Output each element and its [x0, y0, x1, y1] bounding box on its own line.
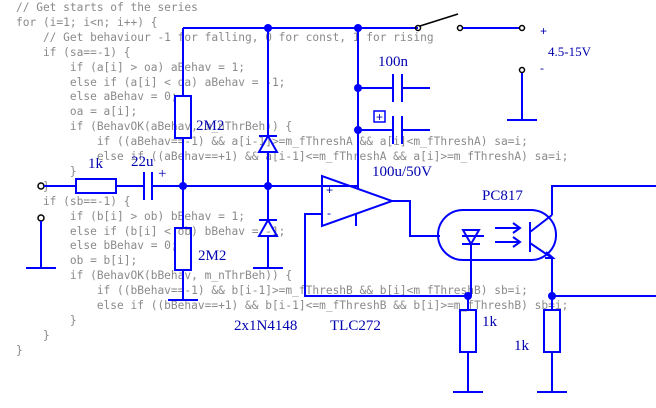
resistor-1k-input-label: 1k	[88, 156, 104, 172]
code-line: if (a[i] > oa) aBehav = 1;	[16, 60, 246, 74]
resistor-1k-a-label: 1k	[482, 314, 498, 330]
diodes-label: 2x1N4148	[234, 318, 297, 334]
resistor-1k-a	[453, 296, 483, 393]
code-line: else if ((aBehav==+1) && a[i-1]<=m_fThre…	[16, 150, 569, 163]
supply-ground	[507, 66, 537, 121]
code-line: if (BehavOK(aBehav, m_nThrBeh)) {	[16, 120, 293, 134]
opamp-label: TLC272	[330, 318, 381, 334]
code-line: else aBehav = 0;	[16, 90, 178, 104]
code-line: ob = b[i];	[16, 254, 138, 268]
capacitor-100u	[358, 110, 430, 144]
opamp-plus-label: +	[326, 183, 333, 197]
resistor-1k-b-label: 1k	[514, 338, 530, 354]
resistor-2m2-bottom	[168, 186, 198, 301]
code-line: }	[16, 328, 50, 342]
capacitor-100n	[357, 28, 430, 175]
capacitor-22u-label: 22u	[131, 154, 154, 170]
code-line: }	[16, 313, 77, 327]
diode-lower	[253, 186, 283, 269]
ground-terminal	[26, 214, 56, 269]
supply-minus-label: -	[540, 61, 544, 75]
opamp-triangle	[304, 174, 468, 297]
supply-switch	[183, 13, 526, 32]
input-terminal	[37, 182, 76, 190]
resistor-1k-input	[75, 178, 143, 194]
capacitor-100u-plus: +	[376, 110, 383, 124]
code-line: if (b[i] > ob) bBehav = 1;	[16, 209, 246, 223]
junction-dots	[179, 24, 556, 300]
optocoupler-label: PC817	[482, 188, 523, 204]
code-line: if (sa==-1) {	[16, 45, 131, 59]
resistor-2m2-top-label: 2M2	[196, 118, 224, 134]
capacitor-22u-plus: +	[158, 166, 166, 182]
code-line: if (sb==-1) {	[16, 194, 131, 208]
capacitor-100u-label: 100u/50V	[372, 164, 432, 180]
supply-voltage-label: 4.5-15V	[548, 44, 592, 59]
code-line: else if ((bBehav==+1) && b[i-1]<=m_fThre…	[16, 299, 569, 312]
code-line: }	[16, 164, 77, 178]
code-line: }	[16, 343, 23, 357]
resistor-2m2-bottom-label: 2M2	[198, 248, 226, 264]
code-line: else bBehav = 0;	[16, 239, 178, 253]
capacitor-100n-label: 100n	[378, 54, 409, 70]
code-line: else if (a[i] < oa) aBehav = -1;	[16, 75, 286, 89]
code-line: // Get behaviour -1 for falling, 0 for c…	[16, 30, 434, 44]
opamp-minus-label: -	[327, 206, 331, 220]
optocoupler	[437, 185, 656, 297]
supply-plus-label: +	[540, 24, 547, 38]
code-line: if (BehavOK(bBehav, m_nThrBeh)) {	[16, 269, 293, 283]
code-line: oa = a[i];	[16, 105, 138, 119]
diode-upper	[257, 28, 279, 186]
resistor-1k-b	[537, 296, 567, 393]
resistor-2m2-top	[174, 28, 192, 186]
code-line: for (i=1; i<n; i++) {	[16, 15, 158, 29]
code-line: // Get starts of the series	[16, 1, 198, 14]
